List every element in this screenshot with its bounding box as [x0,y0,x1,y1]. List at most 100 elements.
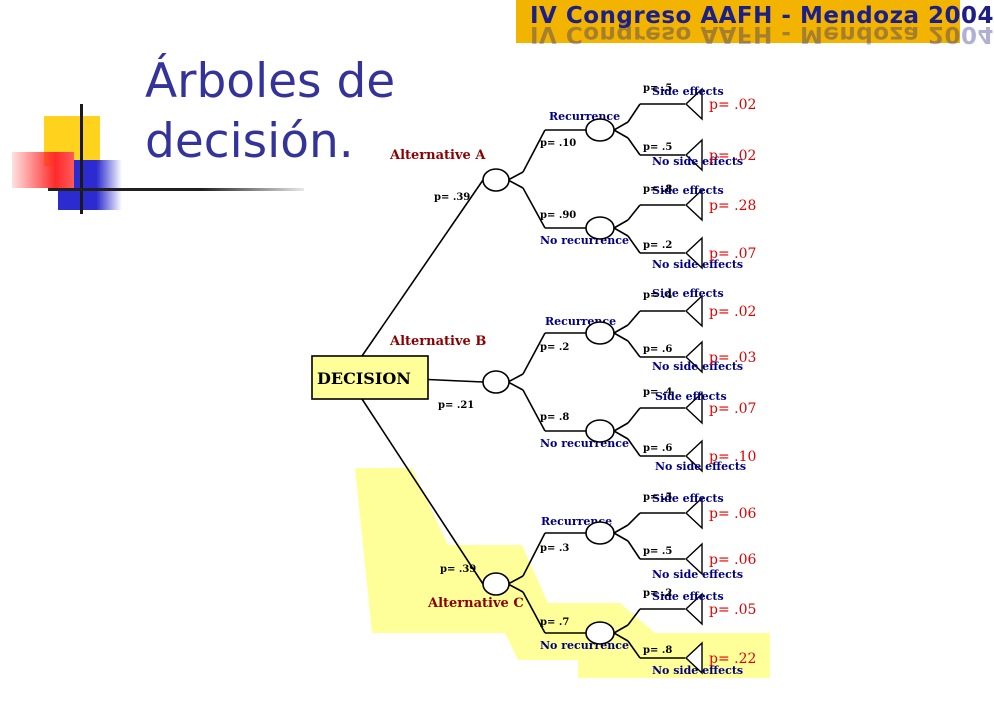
terminal-node [684,592,703,626]
outcome-diagonal [627,512,641,526]
outcome-diagonal [627,407,641,424]
outcome-stem [613,524,629,534]
alternative-label: Alternative B [389,334,486,349]
terminal-node [684,439,703,473]
branch-diagonal [522,129,546,173]
alternative-3-connector [361,398,484,585]
outcome-label: Side effects [652,492,724,505]
outcome-label: Side effects [652,287,724,300]
terminal-node [684,496,703,530]
terminal-node [684,87,703,121]
branch-stem [507,381,524,391]
outcome-diagonal [627,103,641,123]
chance-node-primary [482,370,510,394]
outcome-stem [613,121,629,131]
outcome-label: No side effects [652,258,743,271]
outcome-result: p= .03 [709,350,756,366]
branch-prob: p= .10 [540,138,576,149]
outcome-diagonal [627,438,641,457]
branch-stem [507,575,524,585]
chance-node-secondary [585,118,615,142]
outcome-diagonal [627,235,641,254]
chance-node-primary [482,168,510,192]
outcome-result: p= .07 [709,401,756,417]
outcome-stem [613,324,629,334]
outcome-label: Side effects [655,390,727,403]
chance-node-secondary [585,321,615,345]
branch-diagonal [522,389,546,432]
outcome-label: No side effects [655,460,746,473]
outcome-stem [613,632,629,642]
outcome-prob: p= .2 [643,588,672,599]
outcome-prob: p= .8 [643,184,672,195]
alternative-2-connector [427,378,484,383]
outcome-stem [613,430,629,440]
outcome-label: Side effects [652,85,724,98]
outcome-stem [613,532,629,542]
outcome-stem [613,332,629,342]
decision-node-box [311,355,429,400]
outcome-stem [613,422,629,432]
branch-prob: p= .2 [540,342,569,353]
outcome-prob: p= .5 [643,492,672,503]
chance-node-primary [482,572,510,596]
branch-prob: p= .8 [540,412,569,423]
outcome-label: No side effects [652,568,743,581]
branch-label: No recurrence [540,639,629,652]
decorative-squares [12,100,304,220]
outcome-diagonal [627,137,641,156]
outcome-stem [613,227,629,237]
terminal-node [684,236,703,270]
outcome-prob: p= .4 [643,387,672,398]
alternative-label: Alternative A [389,148,486,163]
outcome-result: p= .06 [709,506,757,522]
congress-logo-text: IV Congreso AAFH - Mendoza 2004 [530,3,994,29]
outcome-diagonal [627,340,641,358]
terminal-node [684,294,703,328]
outcome-prob: p= .2 [643,240,672,251]
outcome-prob: p= .5 [643,142,672,153]
red-square [12,152,74,188]
outcome-result: p= .22 [709,651,756,667]
outcome-result: p= .07 [709,246,756,262]
alternative-prob: p= .39 [434,192,470,203]
terminal-node [684,641,703,675]
outcome-label: Side effects [652,590,724,603]
horizontal-divider [48,188,304,191]
branch-stem [507,583,524,593]
terminal-node [684,340,703,374]
outcome-prob: p= .5 [643,546,672,557]
outcome-prob: p= .8 [643,645,672,656]
outcome-diagonal [627,608,641,626]
highlight-band-alternative-c [355,468,770,678]
outcome-label: No side effects [652,360,743,373]
terminal-node [684,188,703,222]
outcome-result: p= .05 [709,602,756,618]
branch-prob: p= .7 [540,617,569,628]
terminal-node [684,138,703,172]
outcome-diagonal [627,204,641,221]
outcome-stem [613,624,629,634]
outcome-result: p= .06 [709,552,757,568]
branch-diagonal [522,332,546,375]
branch-diagonal [522,187,546,229]
chance-node-secondary [585,521,615,545]
congress-logo-banner: IV Congreso AAFH - Mendoza 2004 IV Congr… [516,0,994,47]
outcome-label: No side effects [652,155,743,168]
alternative-prob: p= .39 [440,564,476,575]
outcome-prob: p= .6 [643,443,672,454]
slide-title-line1: Árboles de [145,54,396,109]
branch-prob: p= .90 [540,210,576,221]
outcome-diagonal [627,540,641,560]
outcome-label: Side effects [652,184,724,197]
chance-node-secondary [585,216,615,240]
branch-diagonal [522,532,546,577]
outcome-diagonal [627,640,641,659]
outcome-label: No side effects [652,664,743,677]
alternative-prob: p= .21 [438,400,474,411]
slide-title: Árboles de decisión. [145,52,395,172]
outcome-result: p= .28 [709,198,756,214]
branch-stem [507,171,524,181]
outcome-result: p= .02 [709,97,756,113]
